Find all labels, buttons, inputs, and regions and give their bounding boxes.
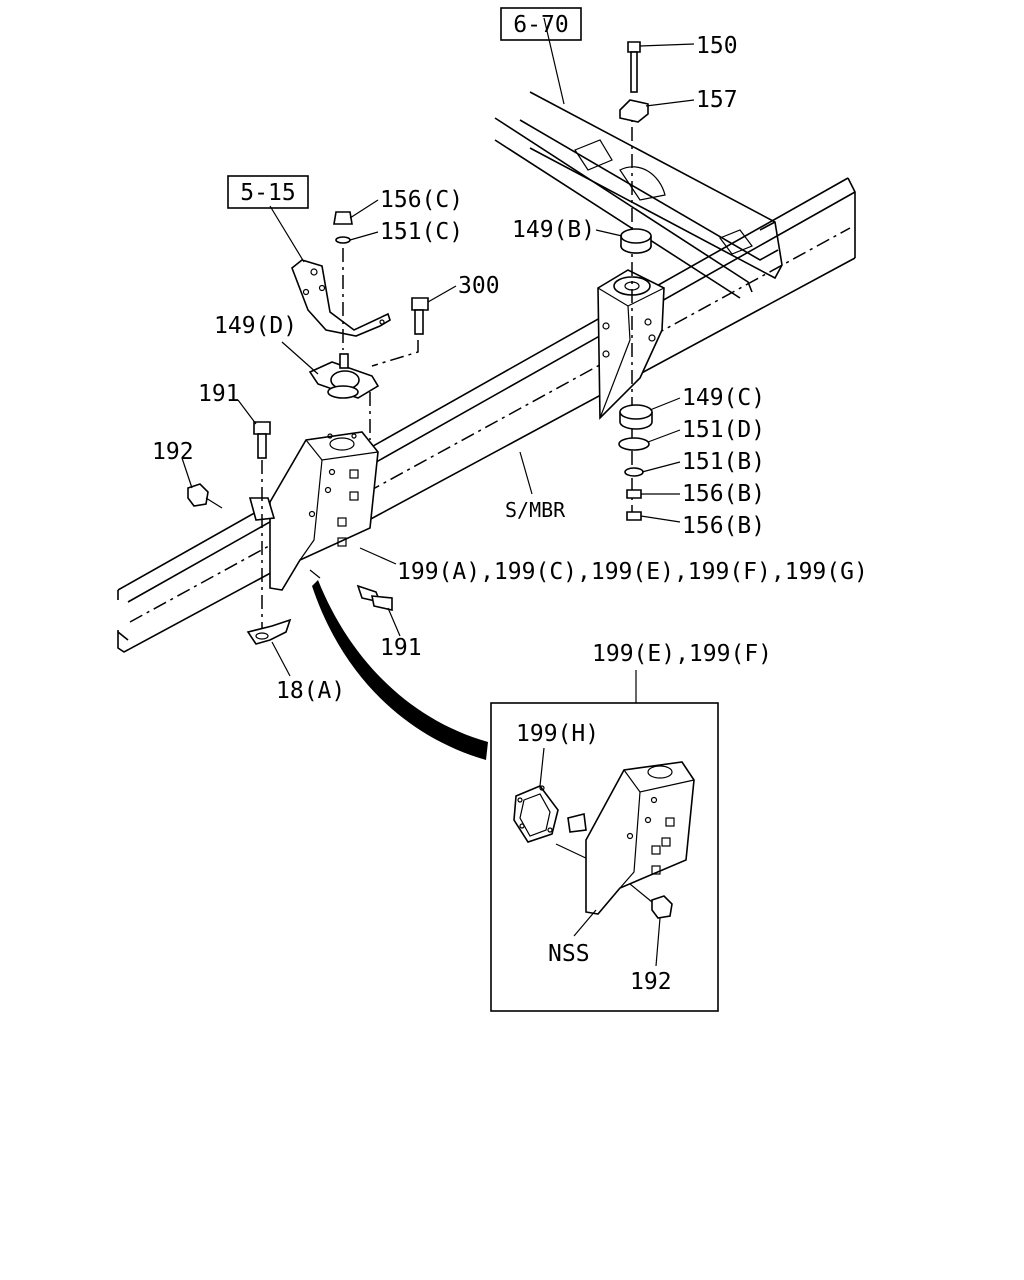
label-151c[interactable]: 151(C): [380, 219, 463, 245]
label-149b[interactable]: 149(B): [512, 217, 595, 243]
label-191-top[interactable]: 191: [198, 381, 240, 407]
label-199-group[interactable]: 199(A),199(C),199(E),199(F),199(G): [397, 559, 868, 585]
label-151d[interactable]: 151(D): [682, 417, 765, 443]
ref-label-5-15[interactable]: 5-15: [240, 180, 295, 206]
label-nss[interactable]: NSS: [548, 941, 590, 967]
right-bracket-assembly: [597, 41, 665, 521]
ref-box-5-15: [227, 175, 309, 209]
label-156b-2[interactable]: 156(B): [682, 513, 765, 539]
label-151b[interactable]: 151(B): [682, 449, 765, 475]
label-smbr[interactable]: S/MBR: [505, 498, 566, 522]
label-192-detail[interactable]: 192: [630, 969, 672, 995]
label-156c[interactable]: 156(C): [380, 187, 463, 213]
label-157[interactable]: 157: [696, 87, 738, 113]
label-150[interactable]: 150: [696, 33, 738, 59]
label-192-main[interactable]: 192: [152, 439, 194, 465]
label-156b-1[interactable]: 156(B): [682, 481, 765, 507]
main-frame-bracket: [187, 421, 393, 645]
label-149c[interactable]: 149(C): [682, 385, 765, 411]
cross-member-upper: [494, 91, 783, 299]
label-199h[interactable]: 199(H): [516, 721, 599, 747]
detail-callout-arrow: [312, 580, 488, 760]
label-300[interactable]: 300: [458, 273, 500, 299]
label-18a[interactable]: 18(A): [276, 678, 345, 704]
label-199ef[interactable]: 199(E),199(F): [592, 641, 772, 667]
label-191-lower[interactable]: 191: [380, 635, 422, 661]
label-149d[interactable]: 149(D): [214, 313, 297, 339]
engine-mount-bracket: [291, 211, 429, 440]
leader-lines: [181, 17, 695, 967]
side-member-frame: [117, 177, 856, 653]
ref-label-6-70[interactable]: 6-70: [513, 12, 568, 38]
ref-box-6-70: [500, 7, 582, 41]
detail-box: [490, 670, 719, 1012]
